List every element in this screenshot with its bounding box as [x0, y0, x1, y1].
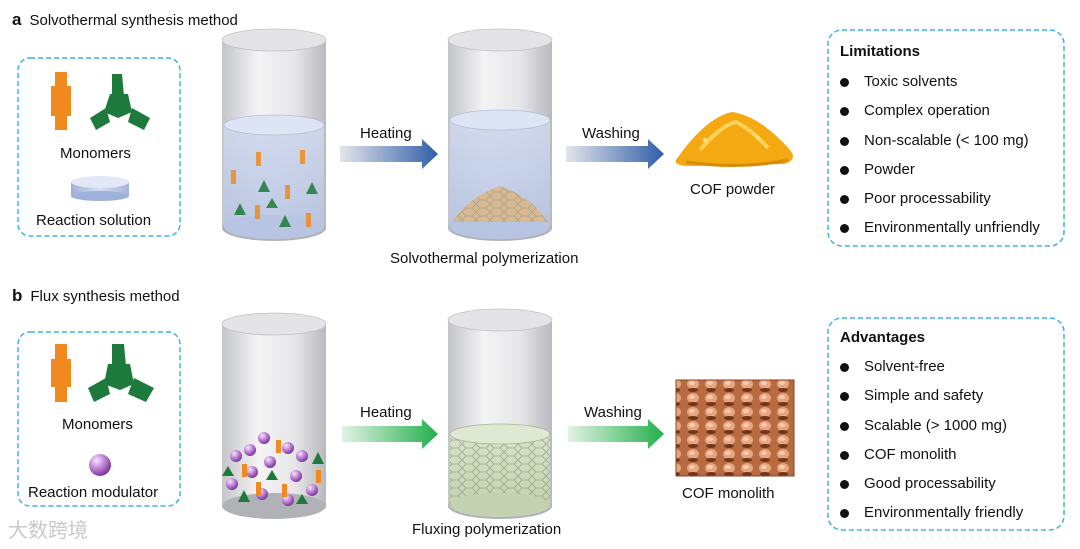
cof-monolith-image: [675, 379, 795, 477]
reaction-solution-icon: [71, 176, 129, 201]
advantage-item: Solvent-free: [838, 357, 1023, 386]
advantage-item: Environmentally friendly: [838, 503, 1023, 532]
cof-monolith-label: COF monolith: [682, 485, 775, 502]
b-linear-monomer-icon: [51, 344, 71, 402]
limitation-item: Toxic solvents: [838, 72, 1040, 101]
panel-a-title: Solvothermal synthesis method: [29, 12, 238, 29]
advantage-item: Simple and safety: [838, 386, 1023, 415]
watermark: 大数跨境: [8, 518, 88, 542]
advantage-item: COF monolith: [838, 445, 1023, 474]
a-trigonal-monomer-icon: [90, 74, 150, 130]
limitation-item: Powder: [838, 160, 1040, 189]
limitation-item: Environmentally unfriendly: [838, 218, 1040, 247]
a-heating-arrow: [340, 139, 438, 169]
advantage-item: Good processability: [838, 474, 1023, 503]
reaction-modulator-icon: [89, 454, 111, 476]
a-reactants-box: [17, 57, 181, 237]
limitations-box: [827, 29, 1065, 247]
fluxing-caption: Fluxing polymerization: [412, 521, 562, 538]
b-monomers-label: Monomers: [62, 416, 133, 433]
advantages-box: [827, 317, 1065, 531]
b-reactants-box: [17, 331, 181, 507]
b-trigonal-monomer-icon: [88, 344, 154, 402]
a-linear-monomer-icon: [51, 72, 71, 130]
limitation-item: Complex operation: [838, 101, 1040, 130]
panel-b-header: b Flux synthesis method: [12, 287, 180, 306]
advantages-title: Advantages: [840, 329, 926, 346]
b-heating-arrow: [342, 419, 438, 449]
solvothermal-caption: Solvothermal polymerization: [390, 250, 579, 267]
limitation-item: Poor processability: [838, 189, 1040, 218]
a-washing-label: Washing: [582, 125, 640, 142]
a-vessel-polymerized: [447, 28, 553, 241]
b-heating-label: Heating: [360, 404, 412, 421]
cof-powder-image: [675, 112, 793, 168]
limitation-item: Non-scalable (< 100 mg): [838, 131, 1040, 160]
b-vessel-polymerized: [447, 308, 553, 519]
panel-b-letter: b: [12, 286, 23, 305]
b-washing-arrow: [568, 419, 664, 449]
a-monomers-label: Monomers: [60, 145, 131, 162]
cof-powder-label: COF powder: [690, 181, 776, 198]
reaction-modulator-label: Reaction modulator: [28, 484, 159, 501]
panel-a-letter: a: [12, 10, 22, 29]
panel-a-header: a Solvothermal synthesis method: [12, 11, 238, 30]
panel-b-title: Flux synthesis method: [30, 288, 180, 305]
a-heating-label: Heating: [360, 125, 412, 142]
a-washing-arrow: [566, 139, 664, 169]
b-vessel-reactants: [221, 312, 327, 519]
reaction-solution-label: Reaction solution: [36, 212, 152, 229]
b-washing-label: Washing: [584, 404, 642, 421]
a-vessel-reactants: [221, 28, 327, 241]
limitations-title: Limitations: [840, 43, 921, 60]
advantage-item: Scalable (> 1000 mg): [838, 416, 1023, 445]
